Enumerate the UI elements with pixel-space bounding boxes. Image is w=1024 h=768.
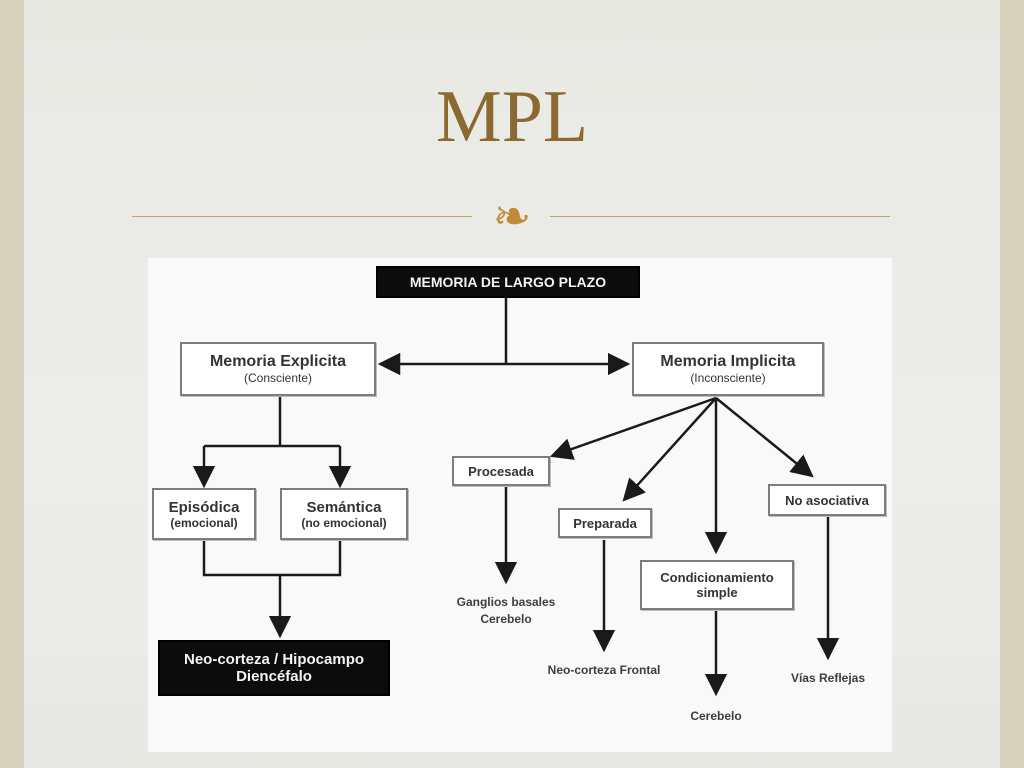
semantica-node: Semántica (no emocional) xyxy=(280,488,408,540)
procesada-node: Procesada xyxy=(452,456,550,486)
explicit-result-line1: Neo-corteza / Hipocampo xyxy=(183,651,365,668)
explicit-memory-title: Memoria Explicita xyxy=(209,353,347,370)
condicionamiento-node: Condicionamiento simple xyxy=(640,560,794,610)
curl-ornament-icon: ❧ xyxy=(492,189,532,243)
arrow-to-no-asociativa xyxy=(715,397,814,478)
right-side-band xyxy=(1000,0,1024,768)
preparada-title: Preparada xyxy=(573,515,637,531)
episodica-title: Episódica xyxy=(168,498,240,516)
explicit-memory-subtitle: (Consciente) xyxy=(243,371,313,385)
explicit-result-node: Neo-corteza / Hipocampo Diencéfalo xyxy=(158,640,390,696)
connector-lines xyxy=(192,298,840,697)
root-node: MEMORIA DE LARGO PLAZO xyxy=(376,266,640,298)
episodica-node: Episódica (emocional) xyxy=(152,488,256,540)
title-rule-right xyxy=(550,216,890,217)
memory-concept-map: MEMORIA DE LARGO PLAZO Memoria Explicita… xyxy=(148,258,892,752)
neo-frontal-result: Neo-corteza Frontal xyxy=(526,662,682,679)
semantica-subtitle: (no emocional) xyxy=(301,515,387,530)
left-side-band xyxy=(0,0,24,768)
ganglios-result-line1: Ganglios basales xyxy=(456,595,556,609)
episodica-subtitle: (emocional) xyxy=(170,515,238,530)
cerebelo-result-text: Cerebelo xyxy=(690,709,742,723)
explicit-memory-node: Memoria Explicita (Consciente) xyxy=(180,342,376,396)
arrow-to-procesada xyxy=(549,396,717,460)
no-asociativa-node: No asociativa xyxy=(768,484,886,516)
condicionamiento-line2: simple xyxy=(696,585,738,600)
preparada-node: Preparada xyxy=(558,508,652,538)
arrow-to-preparada xyxy=(622,397,717,502)
ganglios-result: Ganglios basales Cerebelo xyxy=(434,594,578,628)
condicionamiento-line1: Condicionamiento xyxy=(660,570,774,585)
vias-reflejas-result-text: Vías Reflejas xyxy=(790,671,866,685)
explicit-merge-connector xyxy=(202,541,342,577)
procesada-title: Procesada xyxy=(468,463,534,479)
slide-title: MPL xyxy=(435,76,589,158)
root-label: MEMORIA DE LARGO PLAZO xyxy=(409,274,607,290)
title-rule-left xyxy=(132,216,472,217)
semantica-title: Semántica xyxy=(306,498,382,516)
implicit-memory-node: Memoria Implicita (Inconsciente) xyxy=(632,342,824,396)
explicit-result-line2: Diencéfalo xyxy=(236,668,312,685)
implicit-memory-subtitle: (Inconsciente) xyxy=(690,371,766,385)
ganglios-result-line2: Cerebelo xyxy=(480,612,532,626)
cerebelo-result: Cerebelo xyxy=(660,708,772,725)
no-asociativa-title: No asociativa xyxy=(785,492,869,508)
vias-reflejas-result: Vías Reflejas xyxy=(768,670,888,687)
implicit-memory-title: Memoria Implicita xyxy=(660,353,796,370)
neo-frontal-result-text: Neo-corteza Frontal xyxy=(547,663,661,677)
